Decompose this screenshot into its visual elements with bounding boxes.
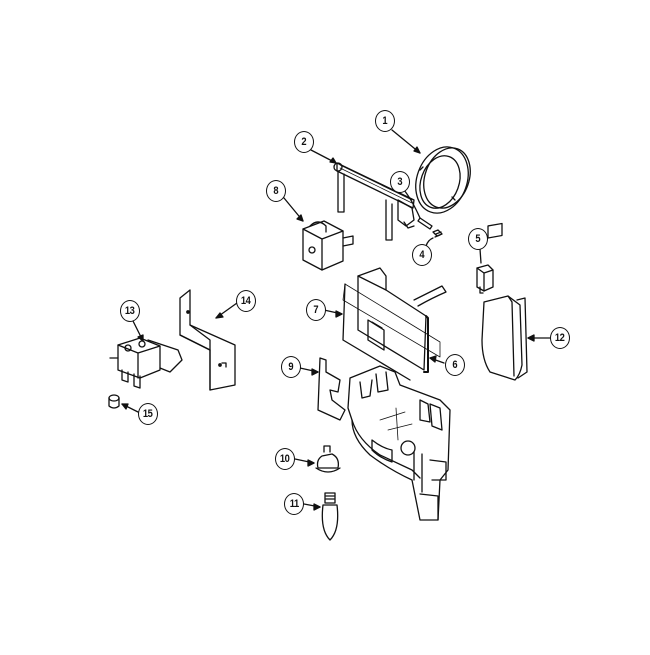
- part-14-bracket: [179, 289, 238, 391]
- callout-5[interactable]: 5: [468, 228, 488, 250]
- part-10-socket: [294, 445, 341, 473]
- part-7-plate: [342, 283, 441, 381]
- part-11-bulb: [303, 492, 339, 541]
- callout-4[interactable]: 4: [412, 244, 432, 266]
- part-15-nut: [108, 394, 139, 413]
- part-6-control-module: [323, 267, 447, 373]
- callout-9[interactable]: 9: [281, 356, 301, 378]
- part-1-round-cover: [391, 129, 471, 214]
- main-dispenser-assembly: [347, 365, 451, 521]
- callout-15[interactable]: 15: [138, 403, 158, 425]
- part-9-gasket: [299, 357, 346, 421]
- part-4-spring: [425, 229, 443, 247]
- callout-11[interactable]: 11: [284, 493, 304, 515]
- callout-7[interactable]: 7: [306, 299, 326, 321]
- callout-12[interactable]: 12: [550, 327, 570, 349]
- part-5-switch: [476, 248, 494, 294]
- callout-1[interactable]: 1: [375, 110, 395, 132]
- callout-14[interactable]: 14: [236, 290, 256, 312]
- callout-8[interactable]: 8: [266, 180, 286, 202]
- callout-10[interactable]: 10: [275, 448, 295, 470]
- callout-13[interactable]: 13: [120, 300, 140, 322]
- callout-2[interactable]: 2: [294, 131, 314, 153]
- part-8-solenoid: [283, 197, 354, 271]
- part-12-housing: [481, 222, 551, 381]
- part-13-water-valve: [109, 320, 183, 389]
- callout-6[interactable]: 6: [445, 354, 465, 376]
- part-3-pin: [403, 189, 433, 230]
- part-2-actuator-arm: [310, 149, 415, 241]
- callout-3[interactable]: 3: [390, 171, 410, 193]
